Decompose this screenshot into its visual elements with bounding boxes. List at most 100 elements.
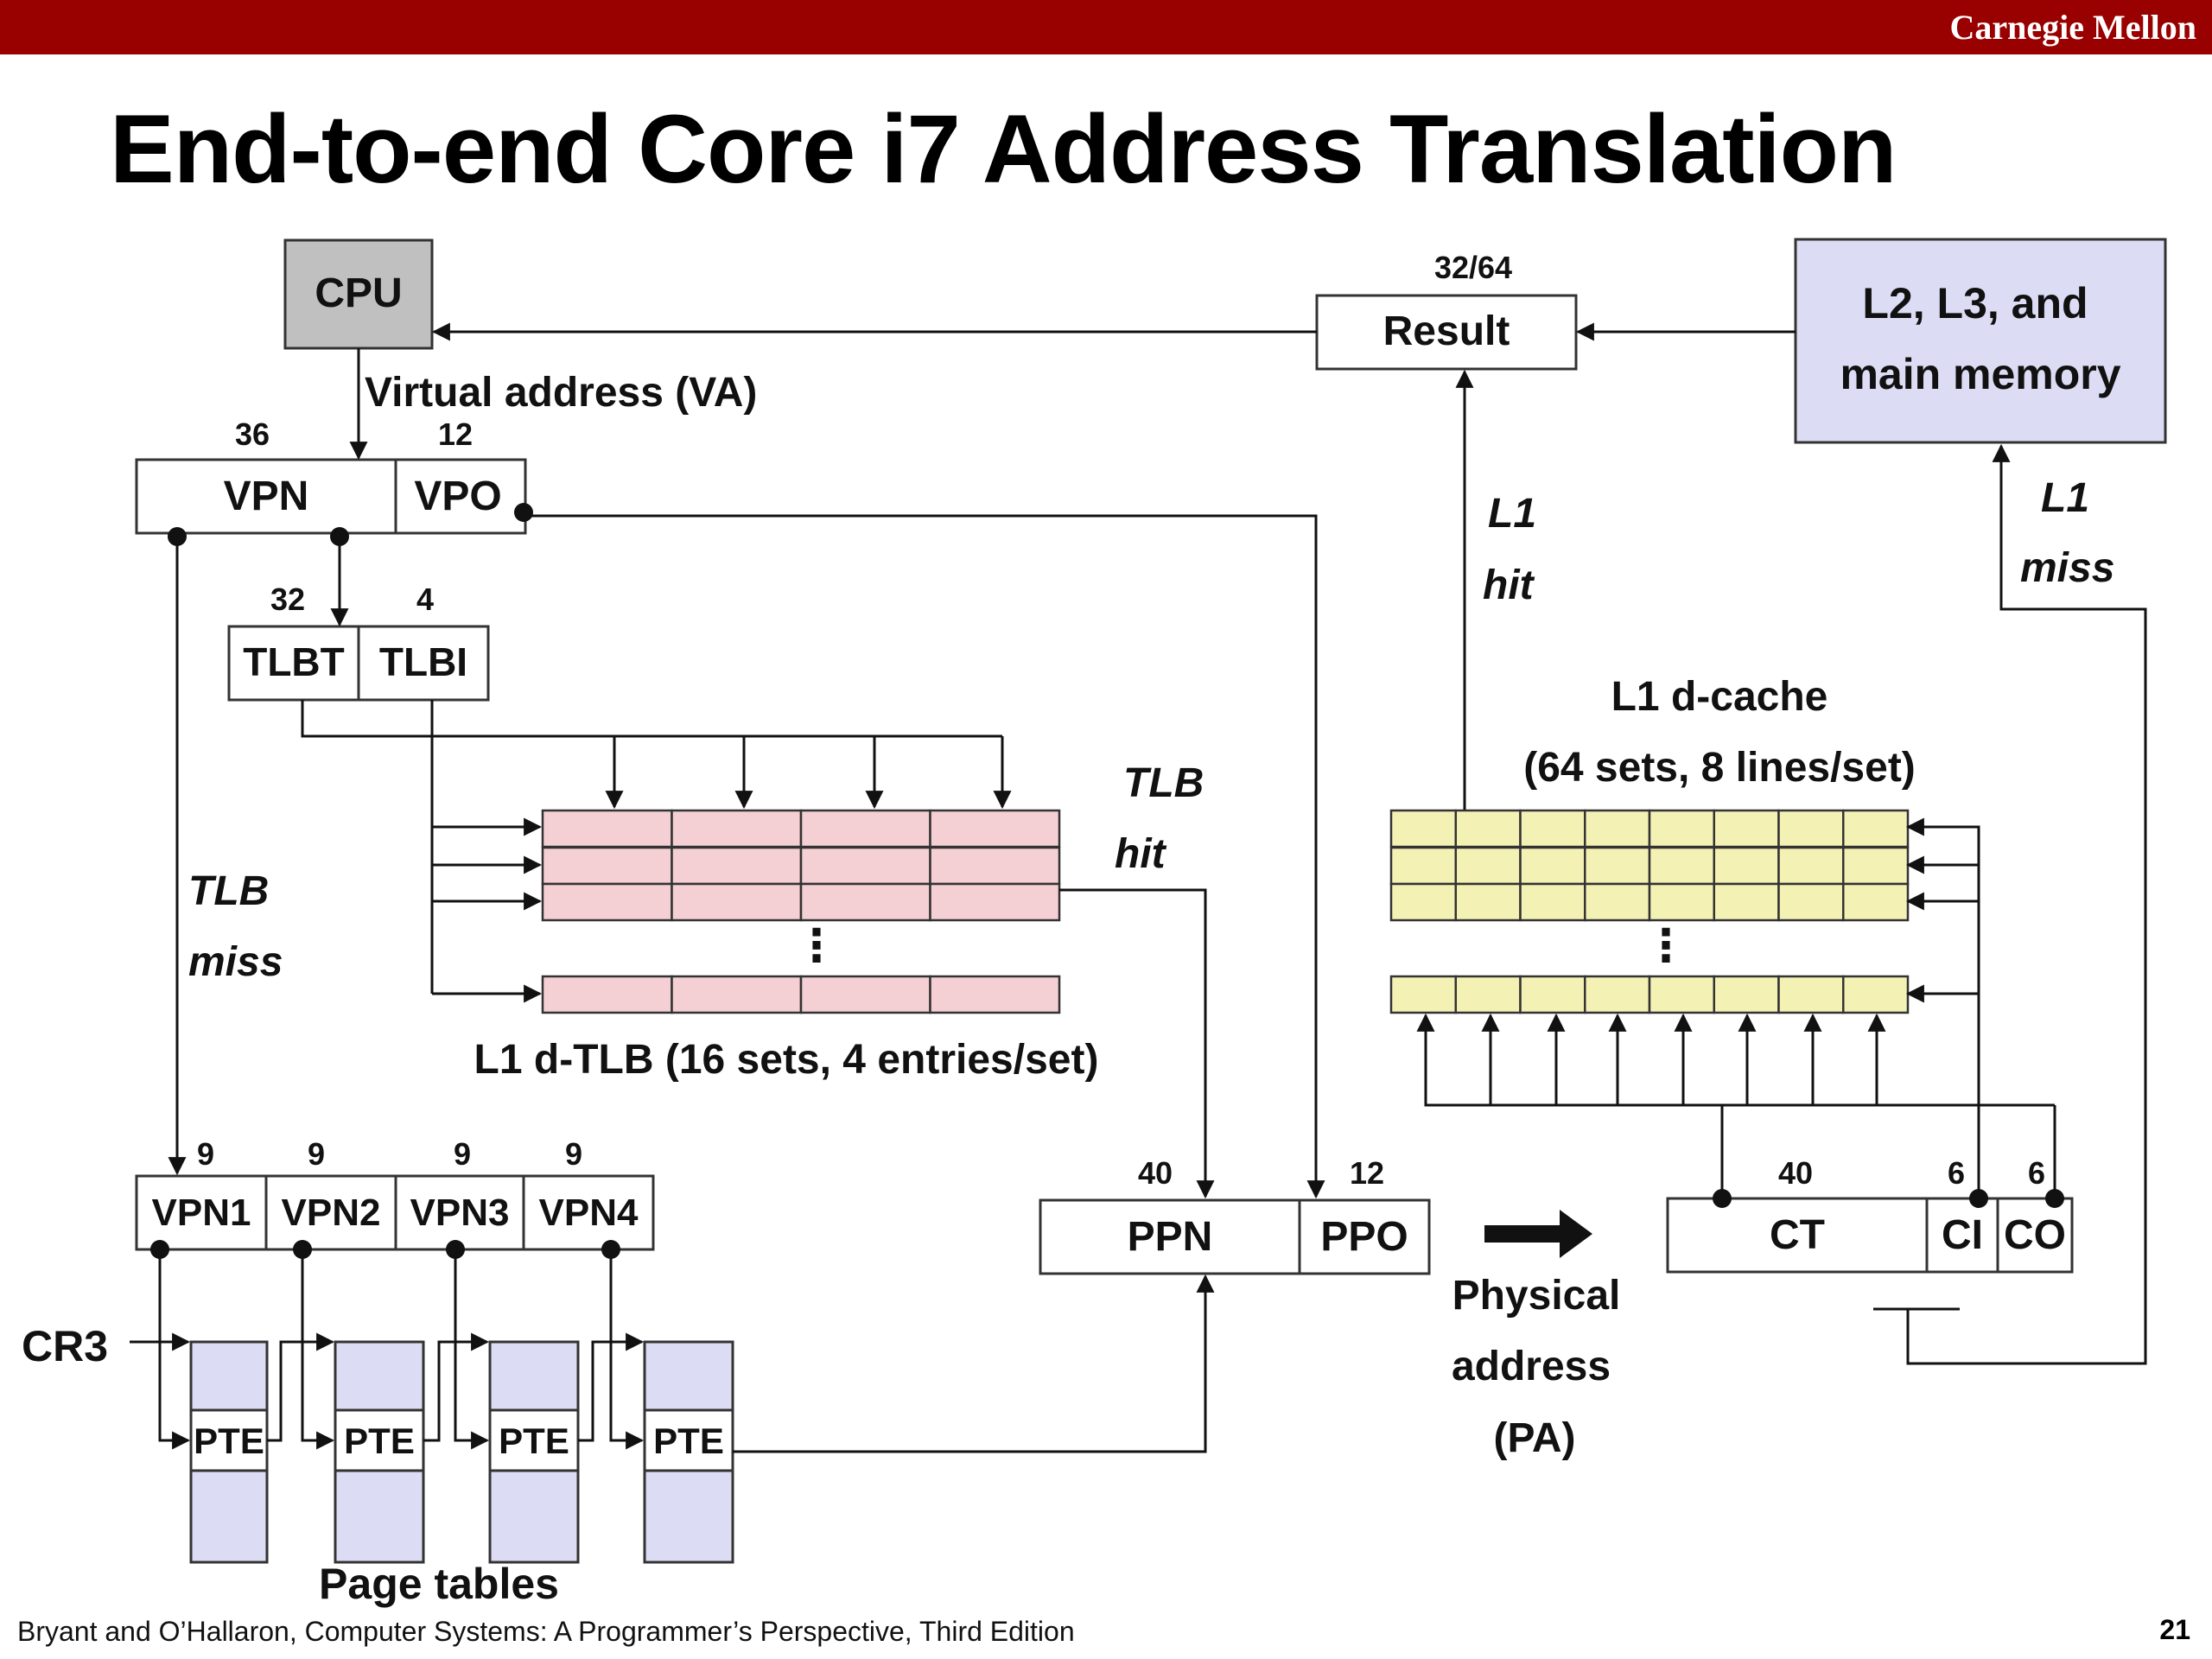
tlb-set-grid — [541, 809, 1061, 1014]
cache-entry — [1648, 809, 1715, 849]
cache-entry — [1389, 846, 1457, 886]
ci-label: CI — [1942, 1212, 1983, 1258]
result-label: Result — [1383, 308, 1510, 354]
pa-label-1: Physical — [1452, 1273, 1621, 1319]
pa-label-2: address — [1452, 1344, 1611, 1389]
cache-entry — [1842, 846, 1910, 886]
cache-set-grid — [1389, 809, 1910, 1014]
ppo-label: PPO — [1320, 1214, 1408, 1260]
cache-entry — [1713, 975, 1780, 1014]
page-tables: PTE PTE PTE PTE — [189, 1340, 734, 1564]
tlb-entry — [541, 882, 673, 922]
cache-entry — [1648, 882, 1715, 922]
cache-entry — [1842, 882, 1910, 922]
cache-entry — [1713, 882, 1780, 922]
vpo-bits: 12 — [438, 416, 473, 452]
vpn4-label: VPN4 — [539, 1192, 639, 1234]
ppo-box — [1298, 1198, 1431, 1275]
tlb-entry — [671, 882, 803, 922]
pa-label-3: (PA) — [1493, 1415, 1575, 1461]
vpn1-box — [135, 1174, 268, 1251]
memory-label-2: main memory — [1840, 350, 2120, 398]
cache-entry — [1389, 882, 1457, 922]
footer-citation: Bryant and O’Hallaron, Computer Systems:… — [17, 1616, 1075, 1647]
cache-entry — [1454, 809, 1522, 849]
cache-entry — [1777, 846, 1845, 886]
vpo-label: VPO — [414, 474, 501, 519]
tlbi-label: TLBI — [379, 639, 467, 684]
tlbt-bits: 32 — [270, 582, 305, 617]
cache-ellipsis: ⋮ — [1643, 921, 1688, 971]
vpn2-label: VPN2 — [282, 1192, 381, 1234]
cache-entry — [1519, 809, 1586, 849]
ppo-bits: 12 — [1350, 1155, 1384, 1191]
tlb-miss-label-2: miss — [188, 939, 283, 985]
cache-entry — [1519, 975, 1586, 1014]
connector-lines — [130, 322, 2147, 1453]
cache-entry — [1777, 809, 1845, 849]
ct-bits: 40 — [1778, 1155, 1813, 1191]
junction-dots — [150, 503, 2064, 1259]
tlb-entry — [929, 846, 1061, 886]
tlb-hit-label-2: hit — [1115, 831, 1167, 877]
tlb-miss-label-1: TLB — [188, 868, 269, 914]
tlb-entry — [671, 809, 803, 849]
co-box — [1996, 1197, 2074, 1274]
ppn-bits: 40 — [1138, 1155, 1173, 1191]
co-bits: 6 — [2028, 1155, 2045, 1191]
cache-caption-1: L1 d-cache — [1611, 674, 1828, 720]
cache-entry — [1842, 975, 1910, 1014]
l1-hit-label-2: hit — [1483, 563, 1535, 608]
cache-entry — [1454, 882, 1522, 922]
cache-entry — [1777, 882, 1845, 922]
vpn-parts: 9 9 9 9 VPN1 VPN2 VPN3 VPN4 — [135, 1136, 655, 1251]
page-number: 21 — [2159, 1614, 2190, 1645]
co-label: CO — [2004, 1212, 2066, 1258]
tlb-entry — [929, 882, 1061, 922]
pte-label-2: PTE — [344, 1421, 415, 1461]
cpu-label: CPU — [315, 270, 402, 316]
vpn3-label: VPN3 — [410, 1192, 510, 1234]
pte-label-3: PTE — [499, 1421, 569, 1461]
cache-entry — [1454, 975, 1522, 1014]
tlb-ellipsis: ⋮ — [794, 921, 839, 971]
tlb-caption: L1 d-TLB (16 sets, 4 entries/set) — [474, 1037, 1099, 1083]
memory-label-1: L2, L3, and — [1862, 279, 2088, 327]
vpn-label: VPN — [224, 474, 309, 519]
ci-bits: 6 — [1948, 1155, 1965, 1191]
header-bar: Carnegie Mellon — [0, 0, 2212, 54]
memory-box — [1794, 238, 2167, 444]
vpn1-label: VPN1 — [152, 1192, 251, 1234]
tlb-hit-label-1: TLB — [1123, 760, 1204, 806]
cache-entry — [1389, 809, 1457, 849]
cache-entry — [1389, 975, 1457, 1014]
cache-entry — [1584, 846, 1651, 886]
cache-entry — [1842, 809, 1910, 849]
tlb-entry — [541, 809, 673, 849]
slide-title: End-to-end Core i7 Address Translation — [110, 95, 1897, 203]
brand-logo-text: Carnegie Mellon — [1949, 8, 2197, 47]
tlb-entry — [799, 975, 931, 1014]
tlb-entry — [541, 846, 673, 886]
tlbi-box — [357, 625, 490, 702]
va-label: Virtual address (VA) — [365, 370, 757, 416]
cache-entry — [1519, 846, 1586, 886]
ct-label: CT — [1770, 1212, 1825, 1258]
cache-entry — [1648, 846, 1715, 886]
tlbt-label: TLBT — [243, 639, 345, 684]
tlb-entry — [929, 975, 1061, 1014]
pte-entry-4 — [643, 1408, 734, 1472]
tlbi-bits: 4 — [416, 582, 434, 617]
cache-entry — [1584, 882, 1651, 922]
vpn-box — [135, 458, 397, 535]
tlb-entry — [671, 846, 803, 886]
result-bits: 32/64 — [1434, 250, 1512, 285]
pte-entry-3 — [488, 1408, 580, 1472]
tlbt-box — [227, 625, 360, 702]
cache-entry — [1648, 975, 1715, 1014]
cache-entry — [1454, 846, 1522, 886]
cache-caption-2: (64 sets, 8 lines/set) — [1523, 745, 1916, 791]
cpu-box — [283, 238, 434, 350]
cache-entry — [1713, 809, 1780, 849]
page-tables-label: Page tables — [319, 1560, 559, 1608]
